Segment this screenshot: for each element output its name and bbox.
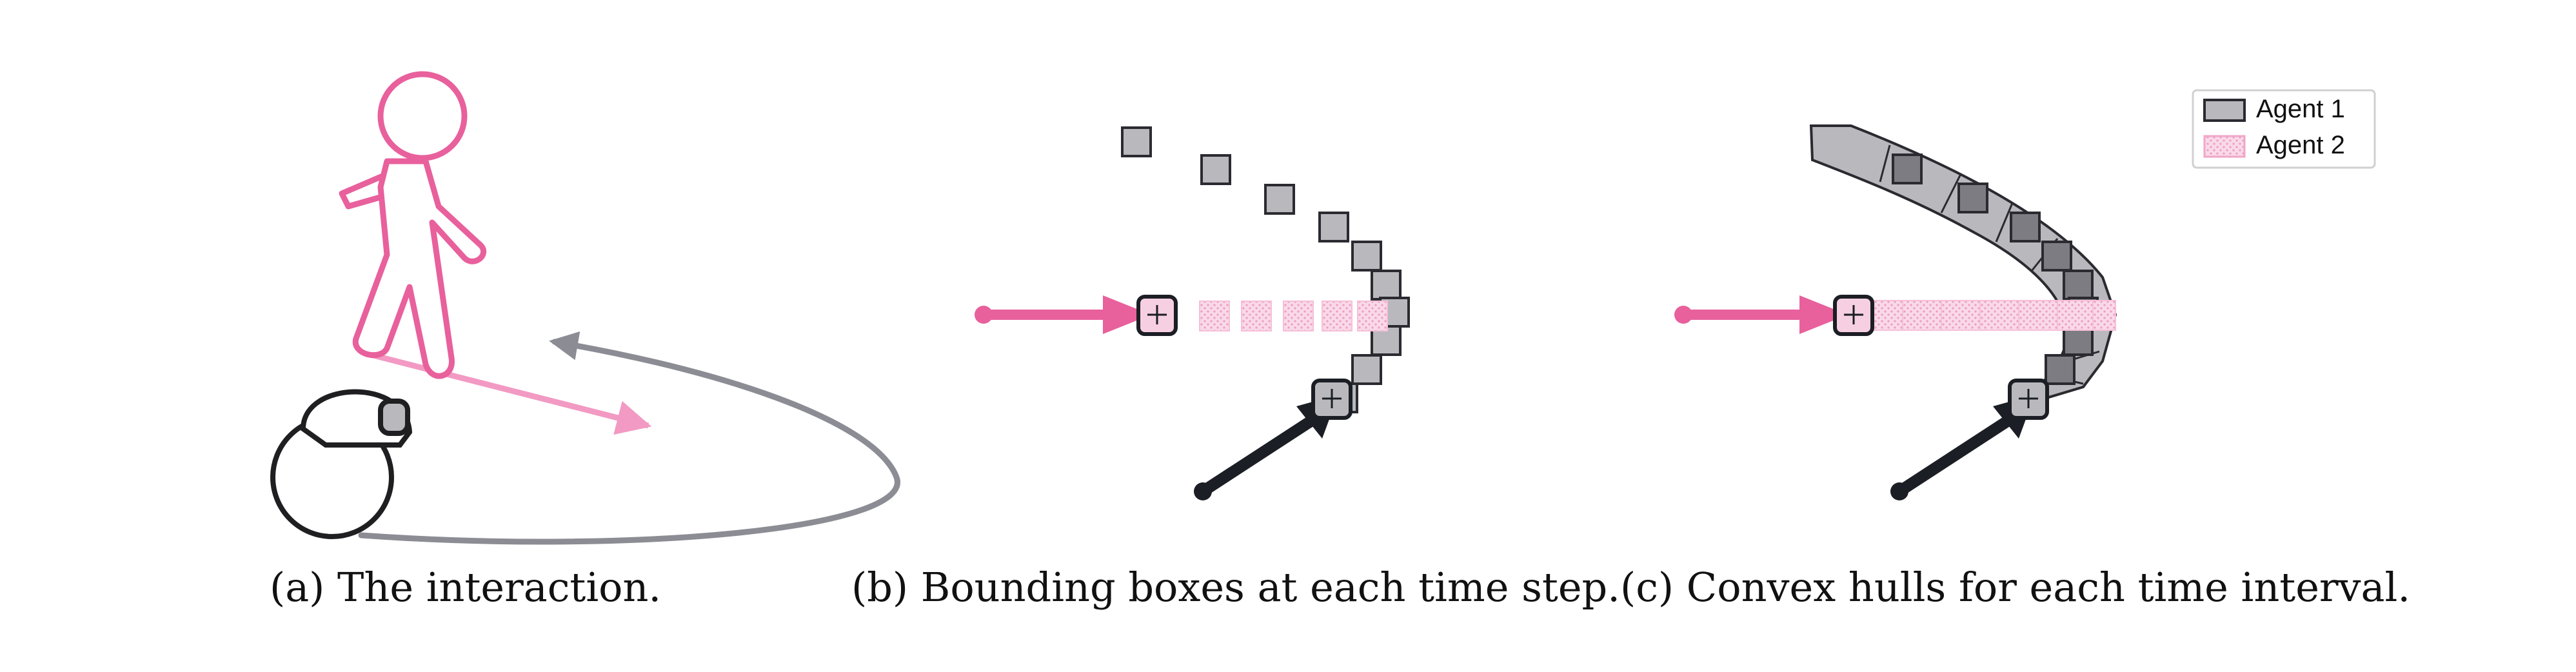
agent2-hull (1863, 300, 2116, 331)
panel-b (975, 126, 1410, 500)
legend-label-agent-1: Agent 1 (2256, 95, 2345, 123)
walking-person-icon (339, 71, 487, 379)
caption-c: (c) Convex hulls for each time interval. (1620, 564, 2411, 611)
agent1-current (1194, 379, 1352, 500)
legend: Agent 1 Agent 2 (2192, 89, 2376, 169)
agent2-boxes (1199, 301, 1388, 331)
agent2-current (975, 295, 1178, 336)
panel-a (270, 71, 900, 545)
caption-a: (a) The interaction. (270, 564, 662, 611)
panel-c: Agent 1 Agent 2 (1674, 89, 2376, 500)
caption-b: (b) Bounding boxes at each time step. (851, 564, 1620, 611)
legend-swatch-agent-1 (2203, 99, 2246, 122)
robot-path (358, 331, 900, 545)
pedestrian-motion-arrow (370, 351, 652, 435)
agent2-current-c (1674, 295, 1874, 336)
legend-label-agent-2: Agent 2 (2256, 131, 2345, 159)
legend-swatch-agent-2 (2203, 135, 2246, 158)
agent1-current-c (1890, 379, 2049, 500)
agent1-boxes (1121, 126, 1410, 413)
robot-icon (270, 389, 413, 539)
